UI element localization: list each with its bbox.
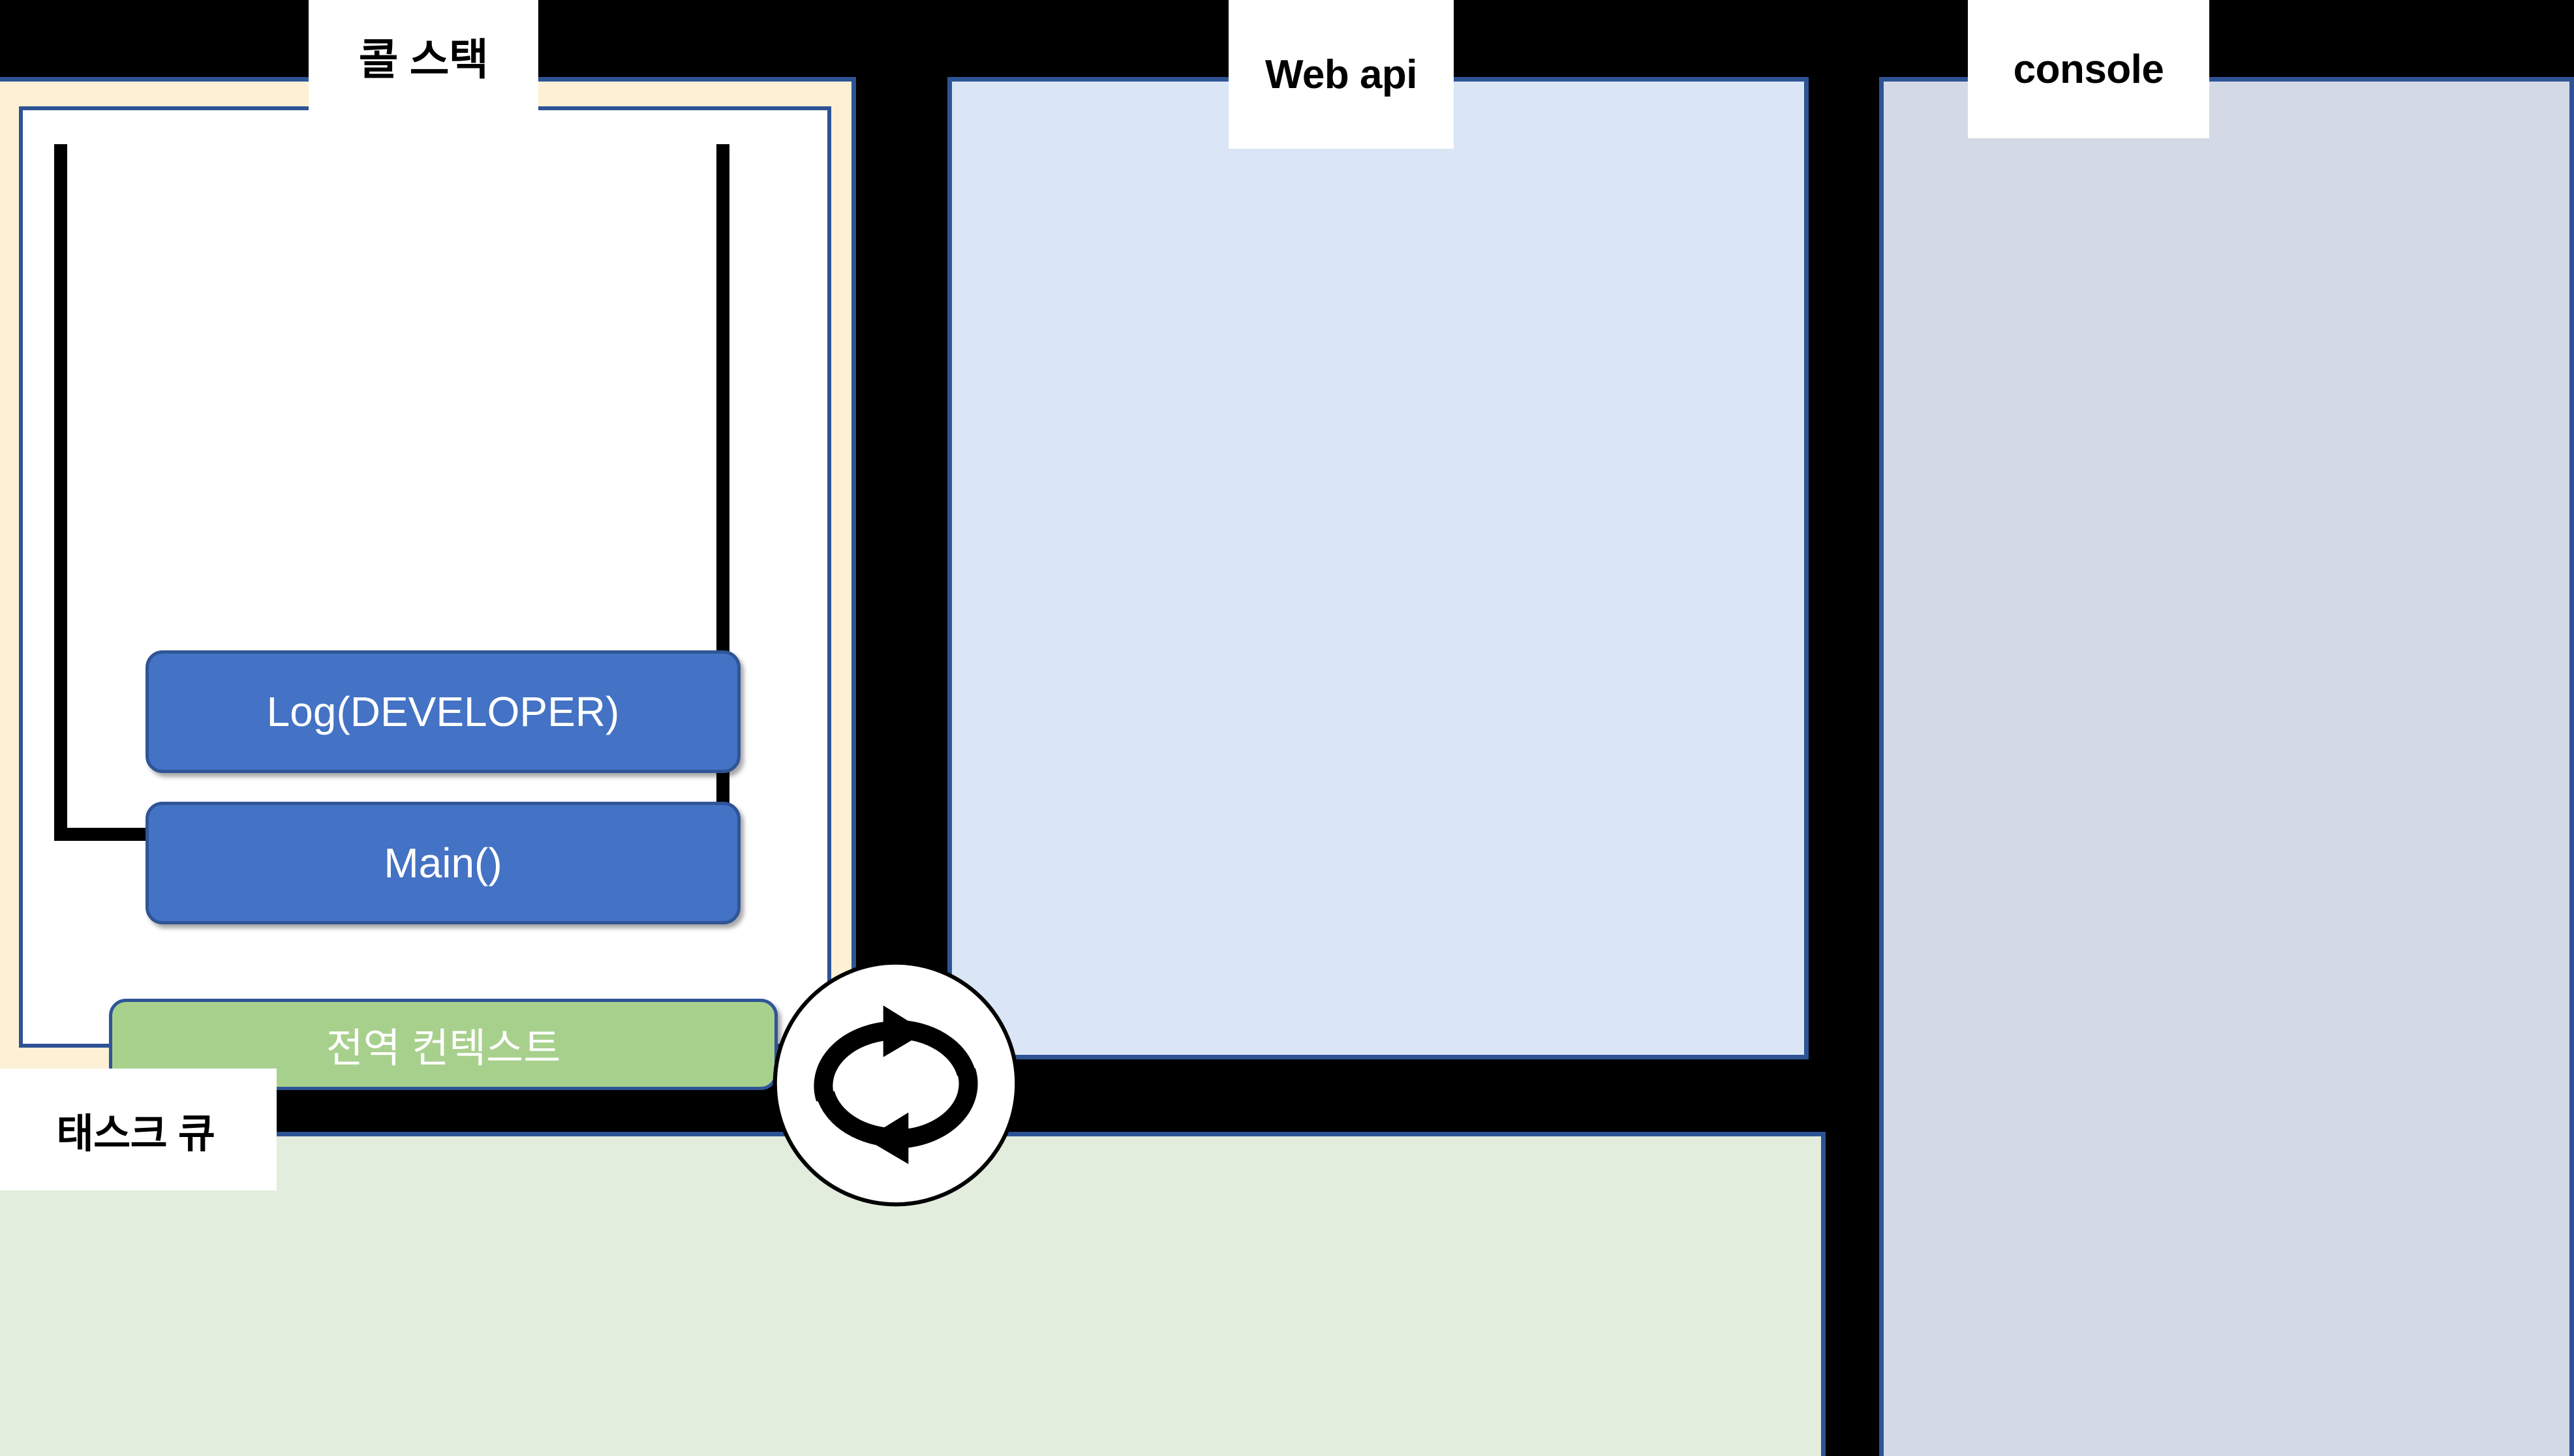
panel-title-task-queue: 태스크 큐 — [0, 1069, 277, 1191]
console-panel: 류호진 — [1879, 77, 2574, 1456]
stack-frame-label: Log(DEVELOPER) — [266, 688, 620, 735]
panel-title-console: console — [1968, 0, 2209, 138]
panel-title-text: console — [2013, 46, 2164, 92]
web-api-panel: timer Test() — [947, 77, 2574, 1059]
call-stack-panel: Log(DEVELOPER) Main() 전역 컨텍스트 — [0, 77, 856, 1090]
stack-frame-log-developer[interactable]: Log(DEVELOPER) — [146, 650, 741, 773]
panel-title-text: Web api — [1264, 52, 1418, 97]
panel-title-web-api: Web api — [1229, 0, 1454, 149]
global-context-label: 전역 컨텍스트 — [326, 1026, 561, 1071]
event-loop-cycle-icon — [770, 958, 1022, 1209]
panel-title-text: 태스크 큐 — [56, 1111, 215, 1157]
stack-frame-label: Main() — [384, 840, 502, 887]
stack-frame-main[interactable]: Main() — [146, 802, 741, 924]
panel-title-call-stack: 콜 스택 — [309, 0, 538, 112]
panel-title-text: 콜 스택 — [358, 35, 489, 83]
call-stack-inner-area: Log(DEVELOPER) Main() 전역 컨텍스트 — [19, 106, 831, 1090]
